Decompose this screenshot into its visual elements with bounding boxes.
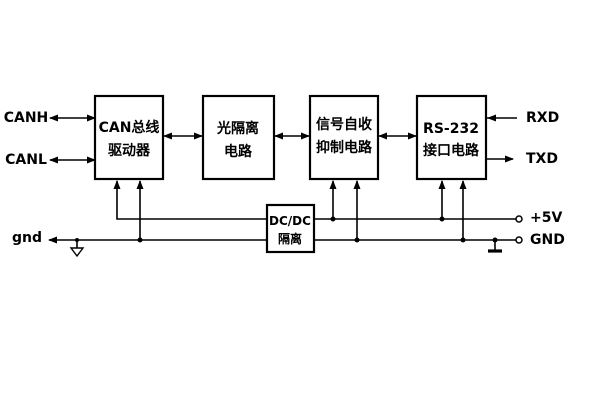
- arrow-right-icon: [408, 132, 417, 140]
- box-signal-suppression-label-line2: 抑制电路: [316, 139, 373, 156]
- arrow-left-icon: [378, 132, 387, 140]
- arrow-up-icon: [329, 180, 337, 189]
- gnd-left-wire: [48, 236, 267, 258]
- box-rs232-interface-label-line1: RS-232: [423, 121, 479, 137]
- power-wire-rs232-gnd: [459, 180, 467, 240]
- wire-opto-to-signal: [274, 132, 310, 140]
- arrow-up-icon: [113, 180, 121, 189]
- power-wire-signal-5v: [329, 180, 337, 219]
- port-label-plus5v: +5V: [530, 210, 562, 226]
- canl-wire: [49, 156, 96, 164]
- arrow-right-icon: [87, 156, 96, 164]
- box-rs232-interface-label-line2: 接口电路: [423, 142, 480, 159]
- port-label-gnd-right: GND: [530, 232, 565, 248]
- wire-signal-to-rs232: [378, 132, 417, 140]
- gnd-rail: [314, 236, 523, 253]
- box-dcdc-isolation-label-line1: DC/DC: [269, 214, 311, 228]
- arrow-left-icon: [274, 132, 283, 140]
- arrow-left-icon: [49, 156, 58, 164]
- box-can-driver: CAN总线 驱动器: [93, 94, 165, 181]
- box-opto-isolation: 光隔离 电路: [201, 94, 276, 181]
- power-wire-rs232-5v: [438, 180, 446, 219]
- plus5v-rail: [314, 215, 523, 223]
- port-label-rxd: RXD: [526, 110, 559, 126]
- port-label-canh: CANH: [4, 110, 49, 126]
- port-label-gnd-left: gnd: [12, 230, 42, 246]
- arrow-up-icon: [459, 180, 467, 189]
- box-rs232-interface-rect: [415, 94, 488, 181]
- arrow-up-icon: [353, 180, 361, 189]
- arrow-up-icon: [438, 180, 446, 189]
- arrow-right-icon: [505, 155, 514, 163]
- power-line: [116, 181, 267, 220]
- arrow-left-icon: [49, 114, 58, 122]
- box-rs232-interface: RS-232 接口电路: [415, 94, 488, 181]
- box-signal-suppression-rect: [308, 94, 380, 181]
- box-opto-isolation-label-line1: 光隔离: [216, 120, 259, 137]
- arrow-left-icon: [163, 132, 172, 140]
- terminal-circle: [515, 215, 523, 223]
- power-wire-can-driver-5v: [113, 180, 267, 220]
- arrow-right-icon: [194, 132, 203, 140]
- txd-wire: [486, 155, 514, 163]
- box-opto-isolation-label-line2: 电路: [224, 143, 253, 160]
- box-signal-suppression: 信号自收 抑制电路: [308, 94, 380, 181]
- box-can-driver-label-line2: 驱动器: [108, 142, 151, 159]
- port-label-canl: CANL: [5, 152, 47, 168]
- arrow-up-icon: [136, 180, 144, 189]
- port-label-txd: TXD: [526, 151, 558, 167]
- box-signal-suppression-label-line1: 信号自收: [316, 116, 373, 133]
- arrow-left-icon: [48, 236, 57, 244]
- rxd-wire: [486, 114, 517, 122]
- box-opto-isolation-rect: [201, 94, 276, 181]
- terminal-circle: [515, 236, 523, 244]
- arrow-right-icon: [87, 114, 96, 122]
- wire-can-to-opto: [163, 132, 203, 140]
- box-can-driver-label-line1: CAN总线: [99, 119, 160, 136]
- earth-ground-icon: [69, 247, 85, 258]
- box-dcdc-isolation: DC/DC 隔离: [265, 203, 316, 254]
- power-wire-can-driver-gnd: [136, 180, 144, 243]
- box-dcdc-isolation-rect: [265, 203, 316, 254]
- box-dcdc-isolation-label-line2: 隔离: [278, 231, 302, 246]
- arrow-right-icon: [301, 132, 310, 140]
- power-wire-signal-gnd: [353, 180, 361, 240]
- canh-wire: [49, 114, 96, 122]
- box-can-driver-rect: [93, 94, 165, 181]
- arrow-left-icon: [487, 114, 496, 122]
